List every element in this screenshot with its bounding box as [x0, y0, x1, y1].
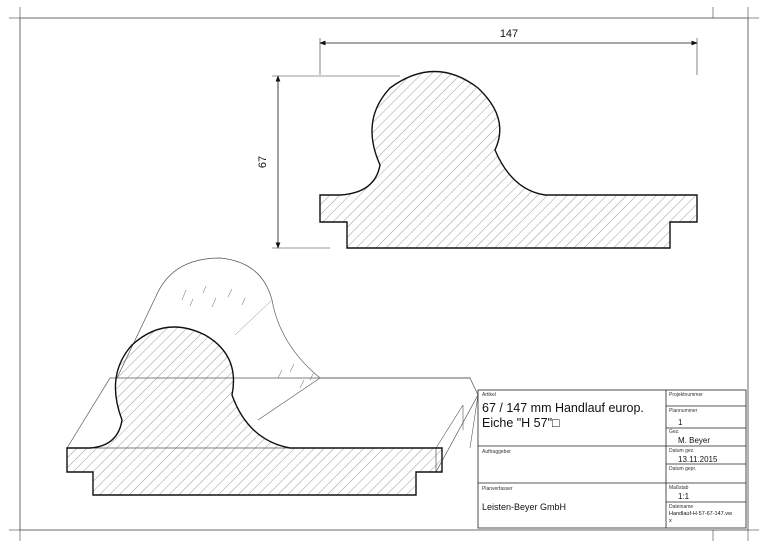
- massstab-value: 1:1: [678, 492, 690, 501]
- datum-gepr-label: Datum gepr.: [669, 466, 697, 472]
- plannummer-value: 1: [678, 418, 683, 427]
- planverfasser-label: Planverfasser: [482, 486, 513, 492]
- dateiname-line2: x: [669, 518, 672, 524]
- title-block-frame: [477, 389, 747, 529]
- artikel-label: Artikel: [482, 392, 496, 398]
- artikel-line1: 67 / 147 mm Handlauf europ.: [482, 401, 644, 415]
- plannummer-label: Plannummer: [669, 408, 698, 414]
- artikel-line2: Eiche "H 57"□: [482, 416, 560, 430]
- dateiname-line1: Handlauf-H-57-67-147.vw: [669, 511, 732, 517]
- datum-gez-label: Datum gez.: [669, 448, 695, 454]
- planverfasser-value: Leisten-Beyer GmbH: [482, 502, 567, 512]
- datum-gez-value: 13.11.2015: [678, 455, 718, 464]
- projektnummer-label: Projektnummer: [669, 392, 703, 398]
- dimension-height: 67: [257, 75, 400, 249]
- dateiname-label: Dateiname: [669, 504, 694, 510]
- dimension-height-label: 67: [257, 156, 269, 168]
- massstab-label: Maßstab: [669, 485, 689, 491]
- auftraggeber-label: Auftraggeber: [482, 449, 511, 455]
- section-view-profile: [319, 70, 698, 249]
- gez-label: Gez.: [669, 429, 680, 435]
- sheet-border: [9, 7, 759, 541]
- isometric-view: [66, 257, 479, 496]
- gez-value: M. Beyer: [678, 436, 711, 445]
- dimension-width-label: 147: [500, 28, 518, 40]
- dimension-width: 147: [319, 28, 698, 75]
